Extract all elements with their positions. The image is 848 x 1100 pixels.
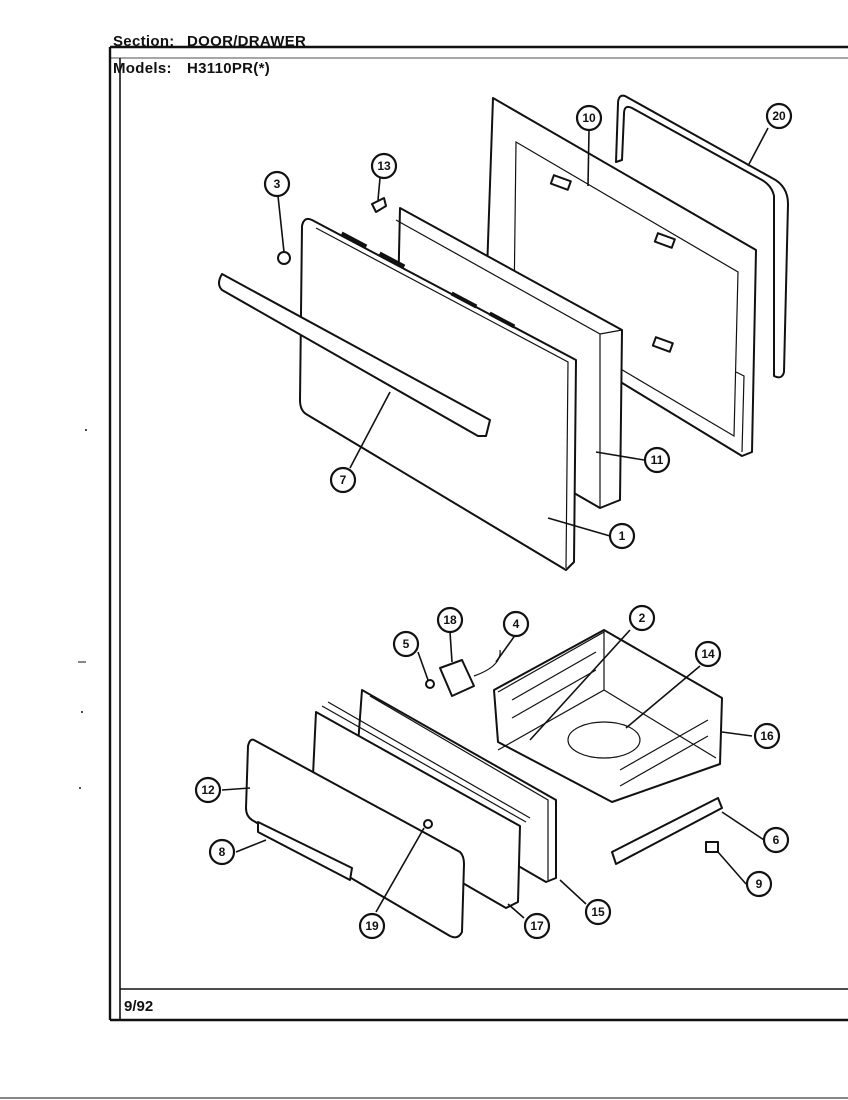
callout-3: 3	[263, 170, 291, 198]
handle-nut-part	[277, 251, 291, 265]
callout-15-label: 15	[591, 905, 605, 919]
callout-13-label: 13	[377, 159, 391, 173]
scan-specks	[78, 429, 87, 789]
callout-7: 7	[329, 466, 357, 494]
callout-19-label: 19	[365, 919, 379, 933]
callout-16-label: 16	[760, 729, 774, 743]
callout-20: 20	[765, 102, 793, 130]
handle-screw-part	[371, 197, 387, 213]
callout-1-label: 1	[619, 529, 626, 543]
callout-12: 12	[194, 776, 222, 804]
drawer-slide-part	[611, 797, 723, 865]
callout-19: 19	[358, 912, 386, 940]
section-label: Section:	[113, 33, 175, 50]
callout-14-label: 14	[701, 647, 715, 661]
door-handle-part	[218, 273, 491, 437]
callout-6: 6	[762, 826, 790, 854]
callout-12-label: 12	[201, 783, 215, 797]
callout-5-label: 5	[403, 637, 410, 651]
diagram-frame	[0, 45, 848, 1099]
drawer-front-part	[245, 738, 465, 939]
drawer-handle-part	[257, 821, 353, 881]
callout-3-label: 3	[274, 177, 281, 191]
drawer-front-screw-part	[423, 819, 433, 829]
models-row: Models: H3110PR(*)	[113, 60, 270, 77]
slide-clip-part	[705, 841, 719, 853]
bracket-screw-part	[425, 679, 435, 689]
callout-10-label: 10	[582, 111, 596, 125]
callout-8: 8	[208, 838, 236, 866]
leader-lines	[221, 127, 769, 919]
callout-2: 2	[628, 604, 656, 632]
callout-11-label: 11	[651, 453, 664, 467]
callout-20-label: 20	[772, 109, 786, 123]
section-row: Section: DOOR/DRAWER	[113, 33, 306, 50]
section-value: DOOR/DRAWER	[187, 33, 307, 50]
callout-1: 1	[608, 522, 636, 550]
callout-14: 14	[694, 640, 722, 668]
drawer-body-part	[493, 629, 723, 803]
revision-date: 9/92	[124, 998, 154, 1015]
callout-17-label: 17	[530, 919, 544, 933]
models-value: H3110PR(*)	[187, 60, 271, 77]
callout-9-label: 9	[756, 877, 763, 891]
callout-4-label: 4	[513, 617, 520, 631]
callout-2-label: 2	[639, 611, 646, 625]
callout-5: 5	[392, 630, 420, 658]
callout-10: 10	[575, 104, 603, 132]
callout-6-label: 6	[773, 833, 780, 847]
drawer-bracket-part	[439, 649, 501, 697]
callout-16: 16	[753, 722, 781, 750]
callout-4: 4	[502, 610, 530, 638]
callout-13: 13	[370, 152, 398, 180]
callout-9: 9	[745, 870, 773, 898]
callout-18: 18	[436, 606, 464, 634]
callout-7-label: 7	[340, 473, 347, 487]
callout-18-label: 18	[443, 613, 457, 627]
callout-8-label: 8	[219, 845, 226, 859]
callout-17: 17	[523, 912, 551, 940]
door-gasket-part	[615, 94, 789, 379]
models-label: Models:	[113, 60, 172, 77]
callout-15: 15	[584, 898, 612, 926]
callout-11: 11	[643, 446, 671, 474]
